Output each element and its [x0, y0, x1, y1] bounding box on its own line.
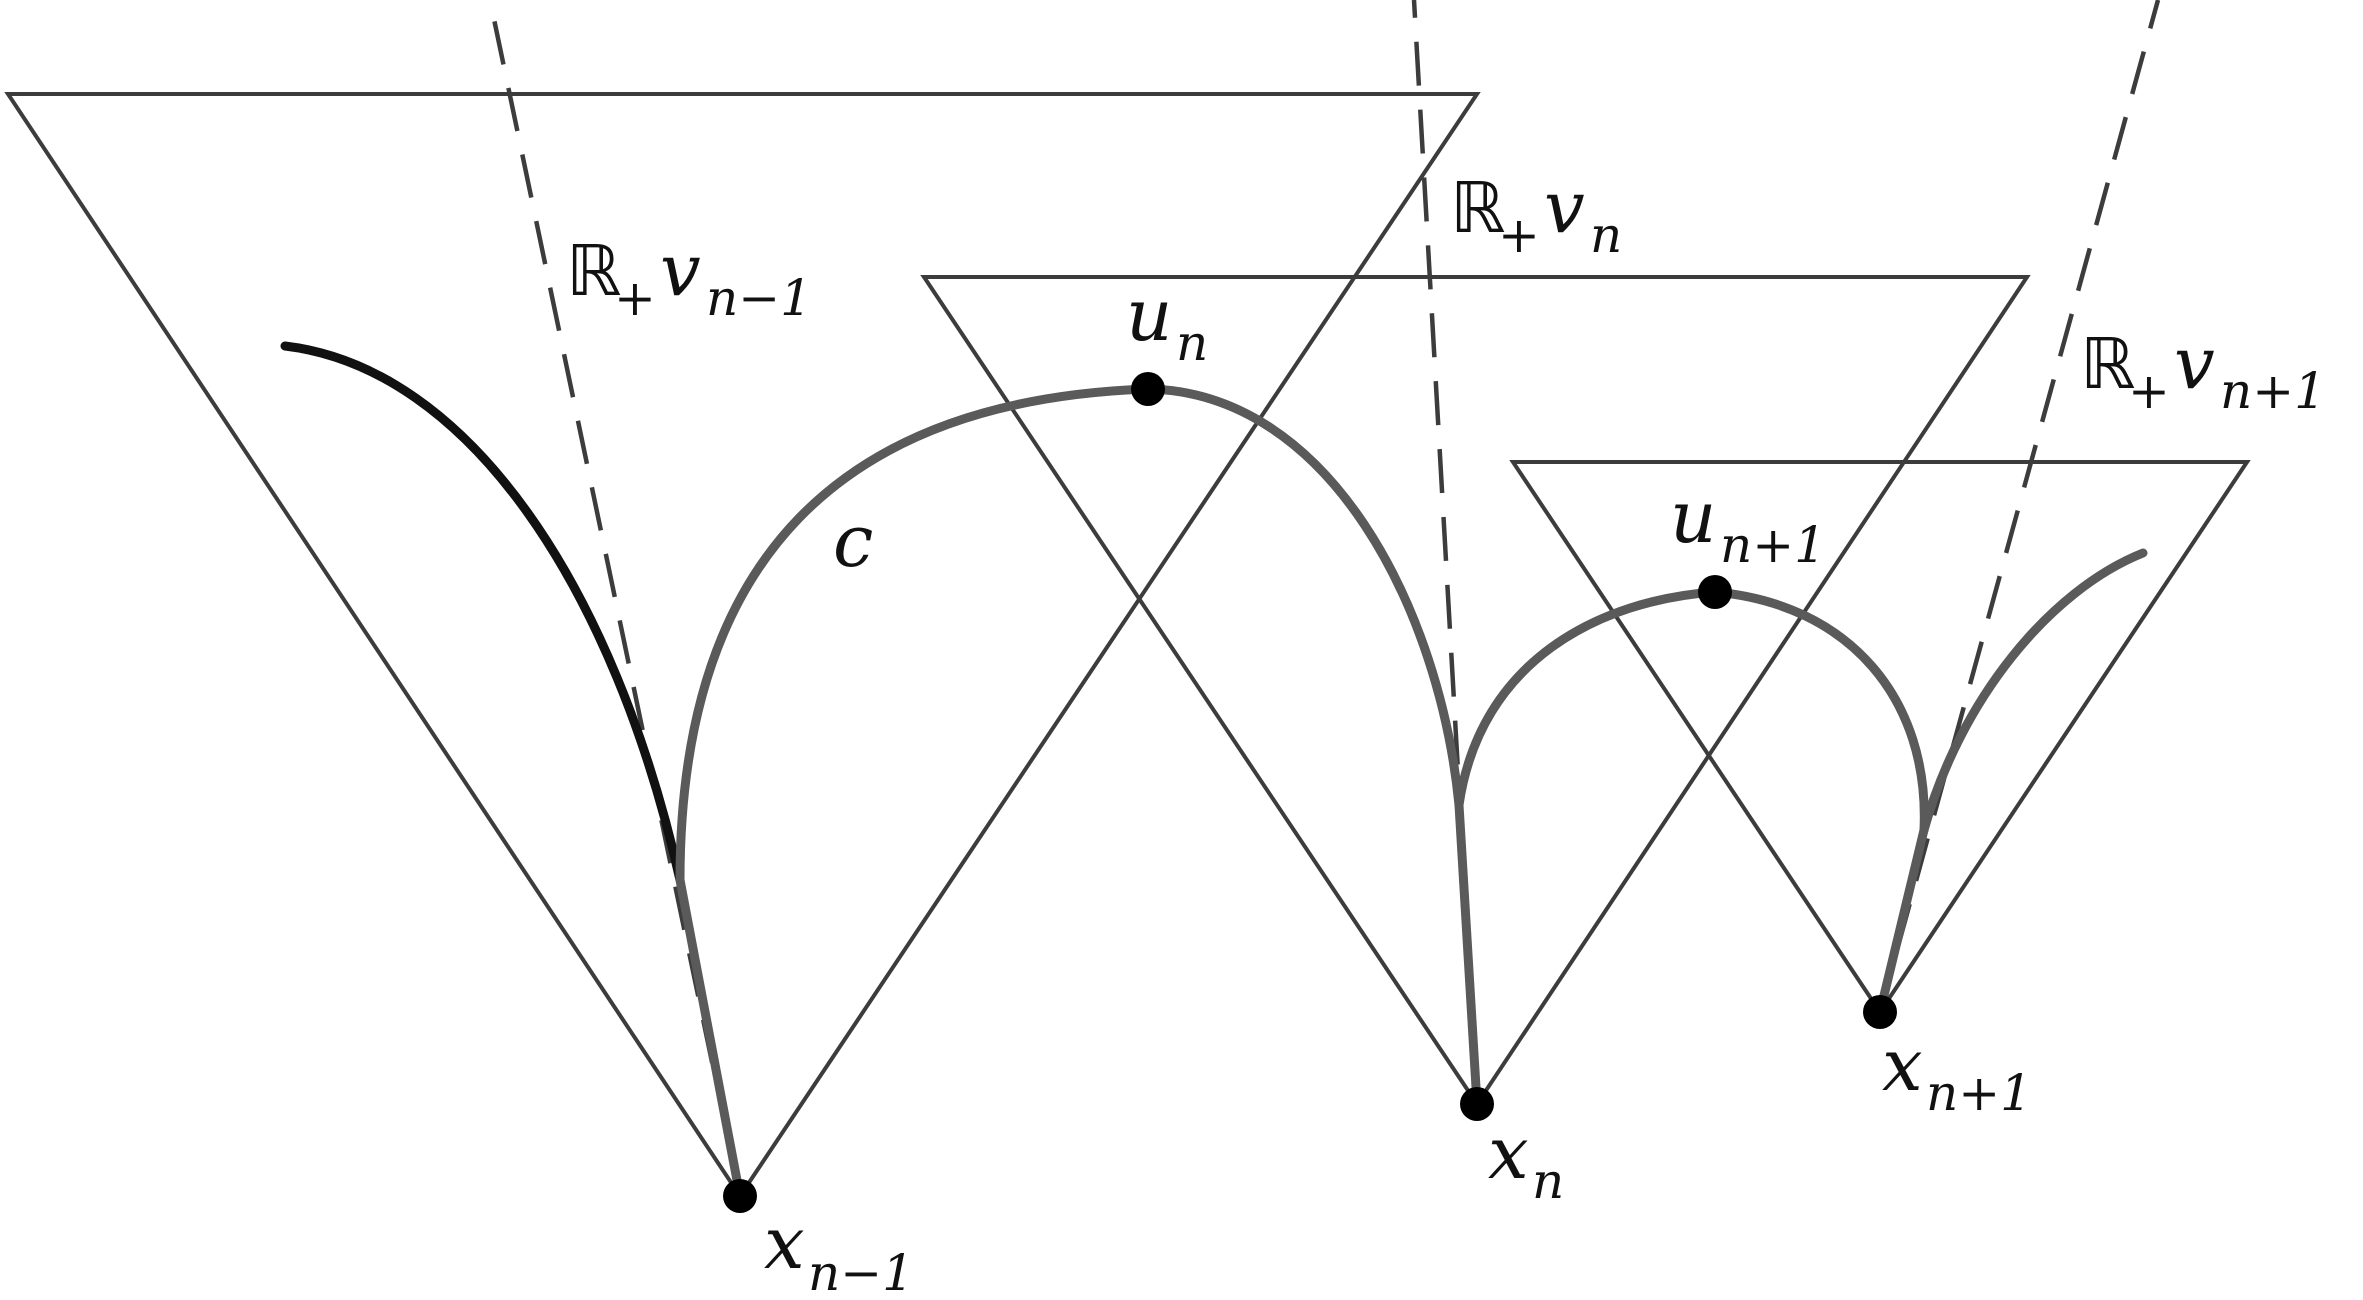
svg-text:+: +	[1498, 206, 1540, 264]
svg-text:n+1: n+1	[2220, 362, 2326, 420]
label-x-n: x n	[1488, 1111, 1564, 1210]
label-x-prev: x n−1	[764, 1201, 914, 1300]
curve-c-arc-2	[1143, 384, 1464, 810]
svg-text:n+1: n+1	[1720, 516, 1826, 574]
label-ray-prev: ℝ + v n−1	[566, 228, 812, 327]
svg-text:u: u	[1670, 475, 1716, 559]
svg-text:n+1: n+1	[1926, 1064, 2032, 1122]
svg-text:v: v	[660, 228, 701, 312]
svg-text:n: n	[1532, 1152, 1564, 1210]
svg-text:x: x	[1882, 1023, 1923, 1107]
svg-text:u: u	[1126, 273, 1172, 357]
curve-label-c: c	[833, 499, 873, 583]
cone-next	[1509, 460, 2251, 1016]
curve-c-arc-4	[1710, 587, 1929, 835]
curve-c-arc-3	[1454, 587, 1720, 810]
label-u-n: u n	[1126, 273, 1208, 372]
point-x-prev	[723, 1179, 757, 1213]
point-x-n	[1460, 1087, 1494, 1121]
point-u-n	[1131, 372, 1165, 406]
curve-c-tail-n	[1454, 800, 1482, 1109]
curve-c-arc-5	[1919, 548, 2148, 835]
svg-text:x: x	[764, 1201, 805, 1285]
svg-text:v: v	[2174, 321, 2215, 405]
cone-n	[920, 275, 2031, 1108]
svg-text:+: +	[614, 269, 656, 327]
curve-c-tail-prev	[675, 875, 745, 1201]
svg-text:+: +	[2128, 362, 2170, 420]
ray-n-dashed	[1411, 0, 1480, 1105]
label-u-next: u n+1	[1670, 475, 1826, 574]
curve-c-arc-1	[675, 384, 1153, 885]
point-u-next	[1698, 575, 1732, 609]
svg-text:n: n	[1176, 314, 1208, 372]
curve-c-tail-next	[1875, 825, 1929, 1017]
svg-text:x: x	[1488, 1111, 1529, 1195]
curve-left-black	[280, 341, 685, 885]
svg-text:ℝ: ℝ	[1450, 167, 1505, 249]
svg-text:ℝ: ℝ	[2080, 323, 2135, 405]
cone-prev	[4, 92, 1481, 1200]
label-ray-next: ℝ + v n+1	[2080, 321, 2326, 420]
svg-text:ℝ: ℝ	[566, 230, 621, 312]
ray-next-dashed	[1877, 0, 2161, 1013]
point-x-next	[1863, 995, 1897, 1029]
label-x-next: x n+1	[1882, 1023, 2032, 1122]
svg-text:n−1: n−1	[808, 1244, 914, 1300]
label-ray-n: ℝ + v n	[1450, 165, 1622, 264]
svg-text:n−1: n−1	[706, 269, 812, 327]
svg-text:v: v	[1544, 165, 1585, 249]
svg-text:n: n	[1590, 206, 1622, 264]
